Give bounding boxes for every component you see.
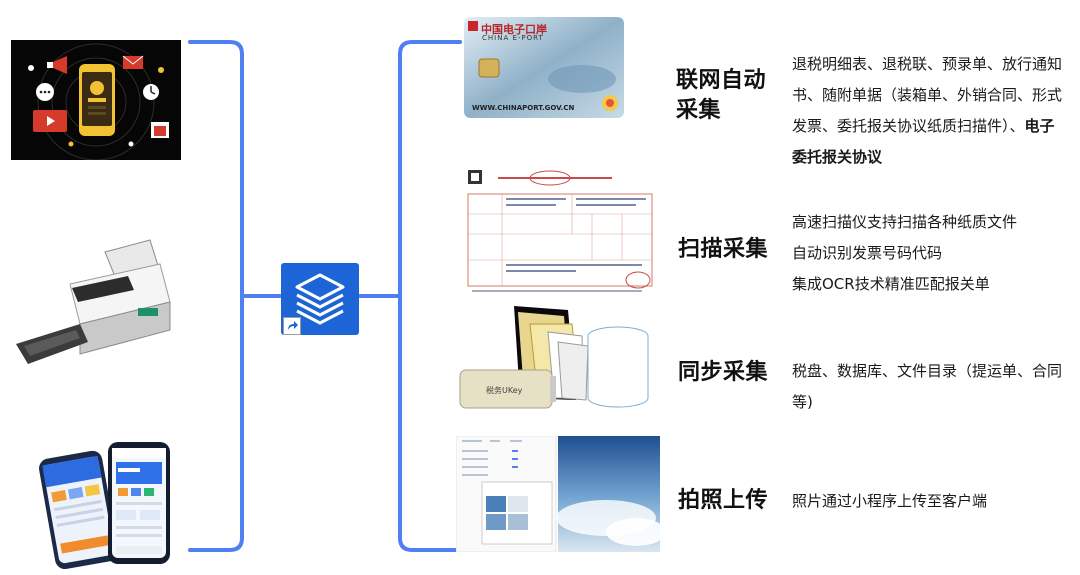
eport-url: WWW.CHINAPORT.GOV.CN xyxy=(472,104,575,112)
folder-ukey-database-icon xyxy=(459,306,649,409)
china-eport-card-image: 中国电子口岸 CHINA E-PORT WWW.CHINAPORT.GOV.CN xyxy=(464,17,624,118)
row-title-scan-collection: 扫描采集 xyxy=(678,237,769,262)
left-bracket xyxy=(188,40,244,552)
eport-brand-cn: 中国电子口岸 xyxy=(481,23,547,36)
photo-upload-icon xyxy=(456,436,660,552)
eport-card-icon xyxy=(464,17,624,118)
sync-sources-image: 税务UKey xyxy=(458,302,656,414)
row-desc-line: 自动识别发票号码代码 xyxy=(792,244,943,262)
row-desc-text: 退税明细表、退税联、预录单、放行通知书、随附单据（装箱单、外销合同、形式发票、委… xyxy=(792,55,1063,135)
shortcut-arrow-icon xyxy=(283,317,301,335)
layered-stack-app-icon xyxy=(295,273,345,325)
row-title-line2: 采集 xyxy=(676,98,722,123)
row-desc-scan-collection: 高速扫描仪支持扫描各种纸质文件 自动识别发票号码代码 集成OCR技术精准匹配报关… xyxy=(792,207,1064,300)
row-desc-network-collection: 退税明细表、退税联、预录单、放行通知书、随附单据（装箱单、外销合同、形式发票、委… xyxy=(792,49,1064,173)
row-desc-line: 集成OCR技术精准匹配报关单 xyxy=(792,275,990,293)
mobile-app-screens-icon xyxy=(39,442,170,570)
row-title-network-collection: 联网自动 采集 xyxy=(676,66,786,126)
ukey-label: 税务UKey xyxy=(486,386,523,395)
invoice-scan-image xyxy=(462,164,658,302)
row-title-sync-collection: 同步采集 xyxy=(678,360,769,385)
eport-brand-en: CHINA E-PORT xyxy=(482,34,544,42)
row-desc-photo-upload: 照片通过小程序上传至客户端 xyxy=(792,492,988,510)
row-title-photo-upload: 拍照上传 xyxy=(678,488,769,513)
right-bracket xyxy=(398,40,462,552)
smartphone-social-media-image xyxy=(11,40,181,160)
document-scanner-icon xyxy=(16,239,171,364)
row-desc-line: 高速扫描仪支持扫描各种纸质文件 xyxy=(792,213,1018,231)
row-desc-sync-collection: 税盘、数据库、文件目录（提运单、合同等) xyxy=(792,362,1063,411)
invoice-document-icon xyxy=(467,170,653,292)
photo-upload-screenshot-image xyxy=(456,436,660,552)
row-title-line1: 联网自动 xyxy=(676,68,767,93)
mobile-app-screens-image xyxy=(38,436,178,570)
row-desc-bold-text: 电子委托报关协议 xyxy=(792,117,1055,166)
smartphone-social-media-icon xyxy=(28,43,169,160)
document-scanner-image xyxy=(10,232,180,372)
